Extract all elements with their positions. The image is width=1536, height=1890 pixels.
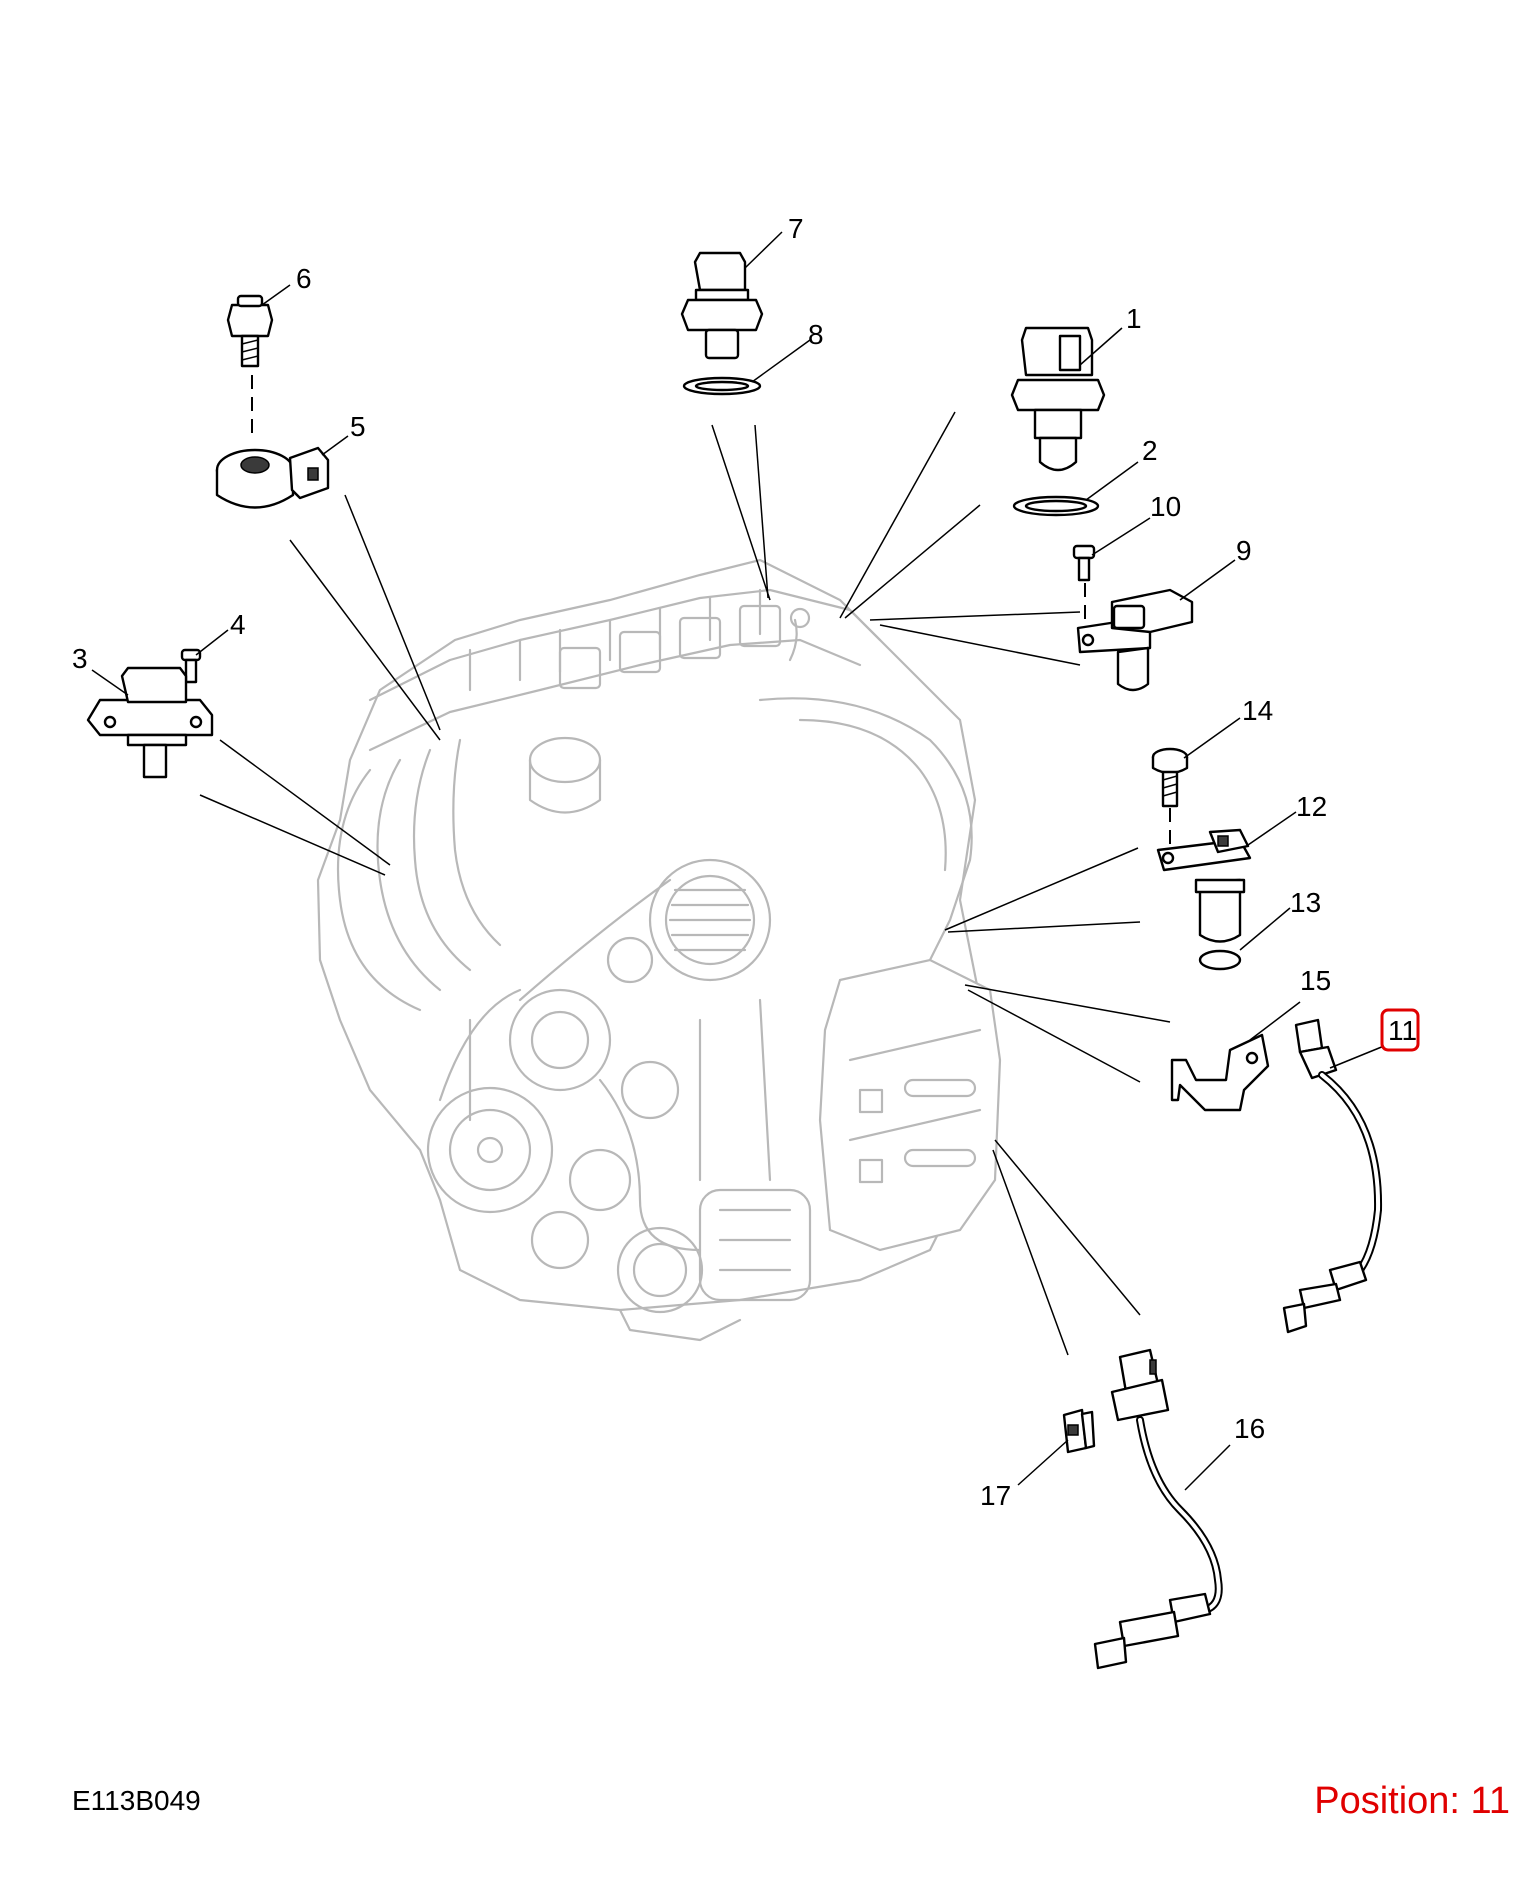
callout-11-label: 11 <box>1388 1015 1417 1046</box>
callout-5[interactable]: 5 <box>321 411 366 456</box>
part-17-clip[interactable] <box>1062 1408 1096 1454</box>
position-label: Position: 11 <box>1314 1780 1510 1822</box>
callout-12-label: 12 <box>1296 791 1327 822</box>
callout-17-label: 17 <box>980 1480 1011 1511</box>
callout-7[interactable]: 7 <box>744 213 804 269</box>
part-7-pressure-switch[interactable] <box>680 251 764 360</box>
engine-assembly-illustration <box>316 558 1002 1342</box>
callout-7-label: 7 <box>788 213 804 244</box>
part-15-bracket[interactable] <box>1170 1033 1270 1112</box>
part-2-seal[interactable] <box>1012 495 1100 517</box>
part-1-temperature-sensor[interactable] <box>1010 326 1106 472</box>
callout-15[interactable]: 15 <box>1249 965 1331 1041</box>
part-14-bolt[interactable] <box>1151 747 1189 808</box>
callout-11-highlight <box>1380 1008 1420 1052</box>
figure-code: E113B049 <box>72 1785 201 1816</box>
callout-17[interactable]: 17 <box>980 1439 1069 1511</box>
part-9-camshaft-sensor[interactable] <box>1076 588 1194 692</box>
callout-6[interactable]: 6 <box>261 263 312 306</box>
callout-15-label: 15 <box>1300 965 1331 996</box>
callout-1-label: 1 <box>1126 303 1142 334</box>
callout-5-label: 5 <box>350 411 366 442</box>
callout-4-label: 4 <box>230 609 246 640</box>
callout-14[interactable]: 14 <box>1183 695 1273 759</box>
part-12-crankshaft-sensor[interactable] <box>1156 828 1252 872</box>
part-11-oxygen-sensor[interactable] <box>1282 1018 1383 1334</box>
part-16-oxygen-sensor[interactable] <box>1093 1348 1223 1670</box>
callout-2[interactable]: 2 <box>1085 435 1158 501</box>
callout-10[interactable]: 10 <box>1091 491 1181 556</box>
leader-lines <box>199 375 1171 1356</box>
callout-12[interactable]: 12 <box>1247 791 1327 846</box>
callout-9[interactable]: 9 <box>1179 535 1252 601</box>
callout-16-label: 16 <box>1234 1413 1265 1444</box>
callout-16[interactable]: 16 <box>1184 1413 1265 1491</box>
callout-14-label: 14 <box>1242 695 1273 726</box>
callout-13[interactable]: 13 <box>1239 887 1321 951</box>
part-8-seal[interactable] <box>682 376 762 396</box>
callout-6-label: 6 <box>296 263 312 294</box>
callout-9-label: 9 <box>1236 535 1252 566</box>
callout-3[interactable]: 3 <box>72 643 129 696</box>
part-6-bolt[interactable] <box>226 294 274 368</box>
callout-10-label: 10 <box>1150 491 1181 522</box>
callout-1[interactable]: 1 <box>1079 303 1142 366</box>
part-3-map-sensor[interactable] <box>86 666 214 779</box>
callout-11[interactable]: 11 <box>1329 1008 1420 1069</box>
part-4-bolt[interactable] <box>180 648 202 684</box>
part-5-knock-sensor[interactable] <box>215 446 330 509</box>
part-10-bolt[interactable] <box>1072 544 1096 582</box>
callout-3-label: 3 <box>72 643 88 674</box>
part-13-sensor-body[interactable] <box>1194 878 1246 971</box>
callout-4[interactable]: 4 <box>195 609 246 656</box>
callout-8[interactable]: 8 <box>751 319 824 383</box>
callout-13-label: 13 <box>1290 887 1321 918</box>
callout-2-label: 2 <box>1142 435 1158 466</box>
callout-8-label: 8 <box>808 319 824 350</box>
